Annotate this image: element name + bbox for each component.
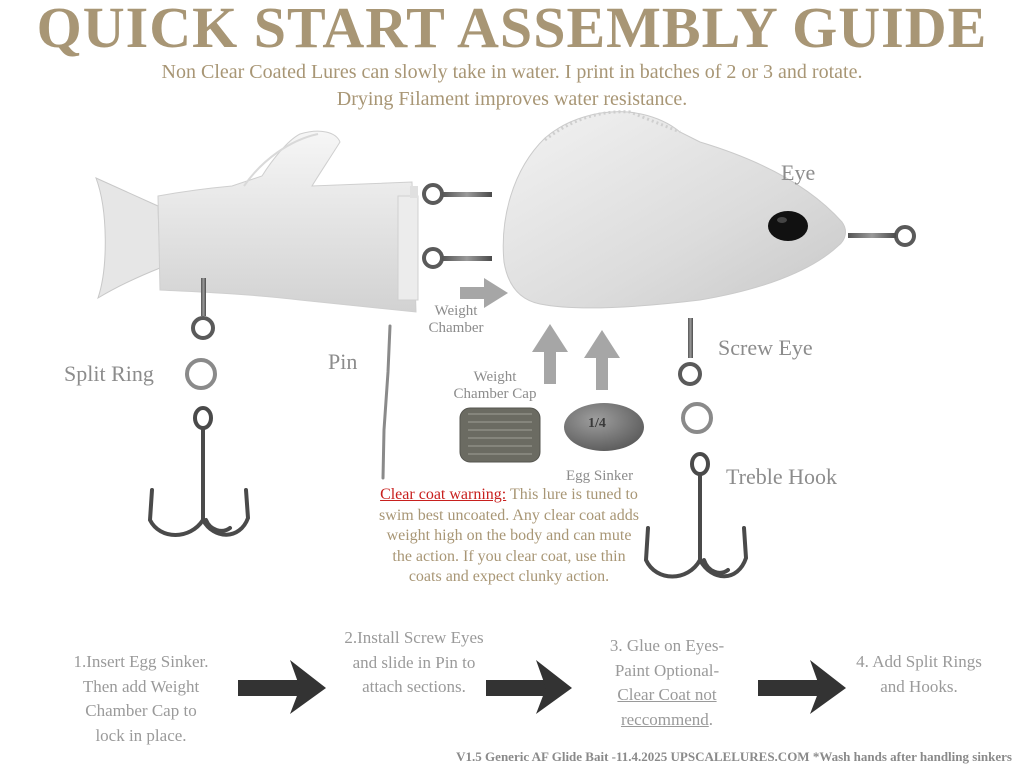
- step-arrow-icon: [758, 660, 846, 714]
- screw-eye-icon: [422, 183, 492, 205]
- pin-icon: [381, 324, 392, 480]
- step-arrow-icon: [238, 660, 326, 714]
- insert-arrow-icon: [460, 278, 508, 308]
- step-3-line4-suffix: .: [708, 709, 714, 729]
- step-4-line2: and Hooks.: [880, 676, 958, 696]
- treble-hook-icon: [147, 406, 251, 537]
- label-weight-chamber: Weight Chamber: [420, 303, 492, 337]
- label-weight-chamber-cap: Weight Chamber Cap: [440, 369, 550, 403]
- step-2: 2.Install Screw Eyes and slide in Pin to…: [316, 626, 512, 700]
- label-treble-hook: Treble Hook: [726, 464, 838, 489]
- label-weight-chamber-line2: Chamber: [428, 320, 484, 336]
- weight-chamber-cap-icon: [459, 407, 541, 463]
- step-4: 4. Add Split Rings and Hooks.: [834, 650, 1004, 699]
- lure-eye-icon: [768, 211, 808, 241]
- step-2-line1: 2.Install Screw Eyes: [344, 628, 484, 647]
- step-3: 3. Glue on Eyes- Paint Optional- Clear C…: [572, 634, 762, 732]
- screw-eye-icon: [422, 247, 492, 269]
- subtitle-line-1: Non Clear Coated Lures can slowly take i…: [161, 61, 863, 83]
- subtitle-line-2: Drying Filament improves water resistanc…: [336, 88, 688, 110]
- screw-eye-icon: [191, 278, 215, 340]
- step-3-line2: Paint Optional-: [614, 660, 720, 680]
- tail-section: [95, 130, 419, 313]
- label-weight-chamber-cap-line1: Weight: [473, 369, 517, 385]
- step-2-line3: attach sections.: [362, 677, 466, 696]
- label-weight-chamber-line1: Weight: [434, 303, 478, 319]
- step-1: 1.Insert Egg Sinker. Then add Weight Cha…: [46, 650, 236, 748]
- up-arrow-icon: [584, 330, 620, 390]
- step-1-line1: 1.Insert Egg Sinker.: [73, 652, 209, 671]
- step-1-line2: Then add Weight: [82, 676, 200, 696]
- sinker-weight-mark: 1/4: [588, 416, 606, 431]
- screw-eye-icon: [848, 225, 916, 247]
- step-3-line4: reccommend: [620, 709, 709, 729]
- footer-note: V1.5 Generic AF Glide Bait -11.4.2025 UP…: [456, 749, 1012, 764]
- egg-sinker-icon: [564, 403, 644, 451]
- label-screw-eye: Screw Eye: [718, 335, 813, 360]
- step-2-line2: and slide in Pin to: [352, 652, 476, 672]
- step-1-line4: lock in place.: [95, 725, 187, 745]
- label-pin: Pin: [328, 349, 358, 374]
- split-ring-icon: [185, 358, 217, 390]
- clear-coat-warning-head: Clear coat warning:: [380, 486, 507, 503]
- step-3-line1: 3. Glue on Eyes-: [609, 636, 725, 655]
- label-split-ring: Split Ring: [64, 361, 154, 386]
- step-1-line3: Chamber Cap to: [85, 701, 197, 720]
- label-weight-chamber-cap-line2: Chamber Cap: [453, 386, 537, 402]
- clear-coat-warning: Clear coat warning: This lure is tuned t…: [378, 485, 640, 588]
- step-3-line3: Clear Coat not: [617, 685, 717, 704]
- guide-title: QUICK START ASSEMBLY GUIDE: [36, 0, 988, 60]
- split-ring-icon: [681, 402, 713, 434]
- screw-eye-icon: [678, 318, 702, 386]
- head-section: [502, 110, 846, 309]
- step-arrow-icon: [486, 660, 572, 714]
- label-eye: Eye: [781, 160, 816, 185]
- clear-coat-warning-body: This lure is tuned to swim best uncoated…: [379, 486, 639, 585]
- step-4-line1: 4. Add Split Rings: [856, 652, 982, 671]
- label-egg-sinker: Egg Sinker: [566, 468, 634, 484]
- up-arrow-icon: [532, 324, 568, 384]
- treble-hook-icon: [643, 452, 749, 579]
